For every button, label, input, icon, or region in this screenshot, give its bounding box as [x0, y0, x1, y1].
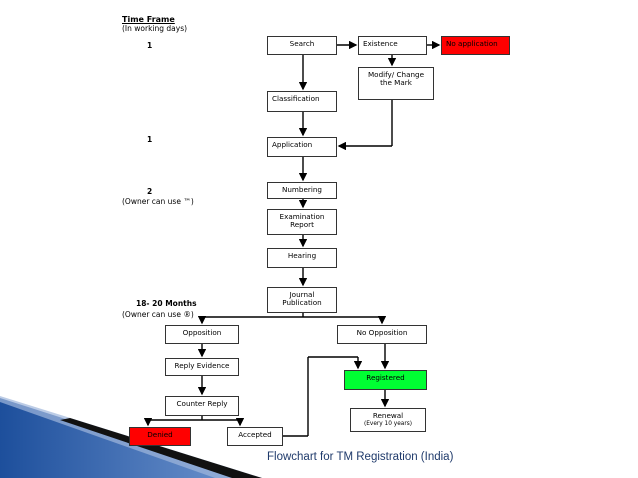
node-accepted: Accepted	[227, 427, 283, 446]
node-registered-label: Registered	[366, 373, 405, 382]
node-renewal-label: Renewal	[372, 411, 404, 420]
time-frame-heading: Time Frame	[122, 15, 175, 24]
node-numbering-label: Numbering	[282, 185, 322, 194]
node-classification-label: Classification	[272, 94, 320, 103]
node-opposition: Opposition	[165, 325, 239, 344]
node-classification: Classification	[267, 91, 337, 112]
node-examination-line-2: Report	[290, 220, 314, 229]
node-application-label: Application	[272, 140, 313, 149]
time-frame-row-3: 2	[147, 187, 153, 196]
node-journal-publication: Journal Publication	[267, 287, 337, 313]
node-opposition-label: Opposition	[182, 328, 222, 337]
node-renewal: Renewal (Every 10 years)	[350, 408, 426, 432]
time-frame-row-3-note: (Owner can use ™)	[122, 197, 194, 206]
node-no-opposition-label: No Opposition	[356, 328, 408, 337]
node-registered: Registered	[344, 370, 427, 390]
node-counter-reply: Counter Reply	[165, 396, 239, 416]
time-frame-row-1: 1	[147, 41, 153, 50]
node-denied: Denied	[129, 427, 191, 446]
node-modify-mark-line-1: Modify/ Change	[367, 70, 425, 79]
node-renewal-note: (Every 10 years)	[363, 421, 412, 427]
node-hearing: Hearing	[267, 248, 337, 268]
node-no-opposition: No Opposition	[337, 325, 427, 344]
node-search-label: Search	[289, 39, 315, 48]
node-journal-line-1: Journal	[289, 290, 315, 299]
node-no-application-label: No application	[446, 39, 498, 48]
node-existence-label: Existence	[363, 39, 398, 48]
node-accepted-label: Accepted	[238, 430, 272, 439]
node-reply-evidence-label: Reply Evidence	[174, 361, 230, 370]
slide-caption: Flowchart for TM Registration (India)	[267, 451, 454, 463]
time-frame-row-4-note: (Owner can use ®)	[122, 310, 194, 319]
node-hearing-label: Hearing	[287, 251, 317, 260]
node-reply-evidence: Reply Evidence	[165, 358, 239, 376]
node-no-application: No application	[441, 36, 510, 55]
node-modify-mark: Modify/ Change the Mark	[358, 67, 434, 100]
time-frame-row-4: 18- 20 Months	[136, 299, 197, 308]
node-journal-line-2: Publication	[282, 298, 322, 307]
node-denied-label: Denied	[147, 430, 173, 439]
node-existence: Existence	[358, 36, 427, 55]
node-application: Application	[267, 137, 337, 157]
time-frame-row-2: 1	[147, 135, 153, 144]
node-counter-reply-label: Counter Reply	[176, 399, 228, 408]
node-examination-report: Examination Report	[267, 209, 337, 235]
node-numbering: Numbering	[267, 182, 337, 199]
time-frame-subheading: (In working days)	[122, 24, 188, 33]
node-modify-mark-line-2: the Mark	[380, 78, 412, 87]
node-examination-line-1: Examination	[279, 212, 325, 221]
node-search: Search	[267, 36, 337, 55]
